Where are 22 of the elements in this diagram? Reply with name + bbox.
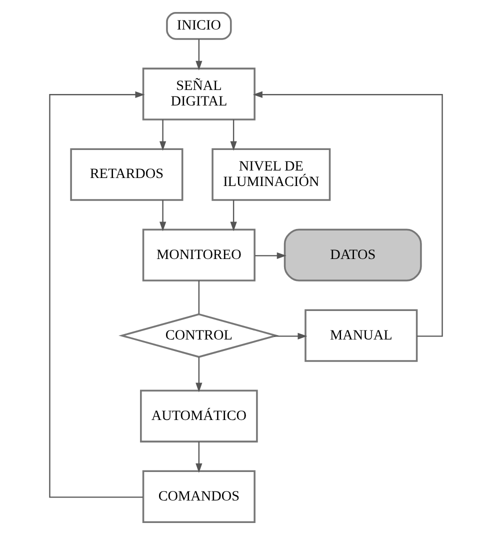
node-box: INICIO	[166, 12, 232, 40]
arrow	[196, 39, 202, 70]
arrow	[160, 120, 166, 151]
arrow	[274, 332, 308, 340]
node-box: MANUAL	[304, 309, 418, 362]
arrow	[49, 91, 145, 498]
arrow	[196, 357, 202, 392]
node-box: AUTOMÁTICO	[140, 390, 258, 442]
node-box: COMANDOS	[142, 470, 256, 523]
node-box: SEÑAL DIGITAL	[142, 68, 256, 120]
node-box: NIVEL DE ILUMINACIÓN	[212, 148, 331, 201]
arrow	[230, 120, 237, 151]
arrow	[252, 91, 443, 337]
arrow	[230, 200, 237, 232]
node-diamond: CONTROL	[118, 313, 280, 358]
node-box: RETARDOS	[70, 148, 184, 201]
arrow	[196, 442, 202, 473]
arrow	[254, 252, 286, 259]
node-box: MONITOREO	[142, 228, 256, 282]
node-box: DATOS	[284, 228, 422, 282]
connector	[198, 280, 200, 314]
arrow	[160, 200, 166, 232]
